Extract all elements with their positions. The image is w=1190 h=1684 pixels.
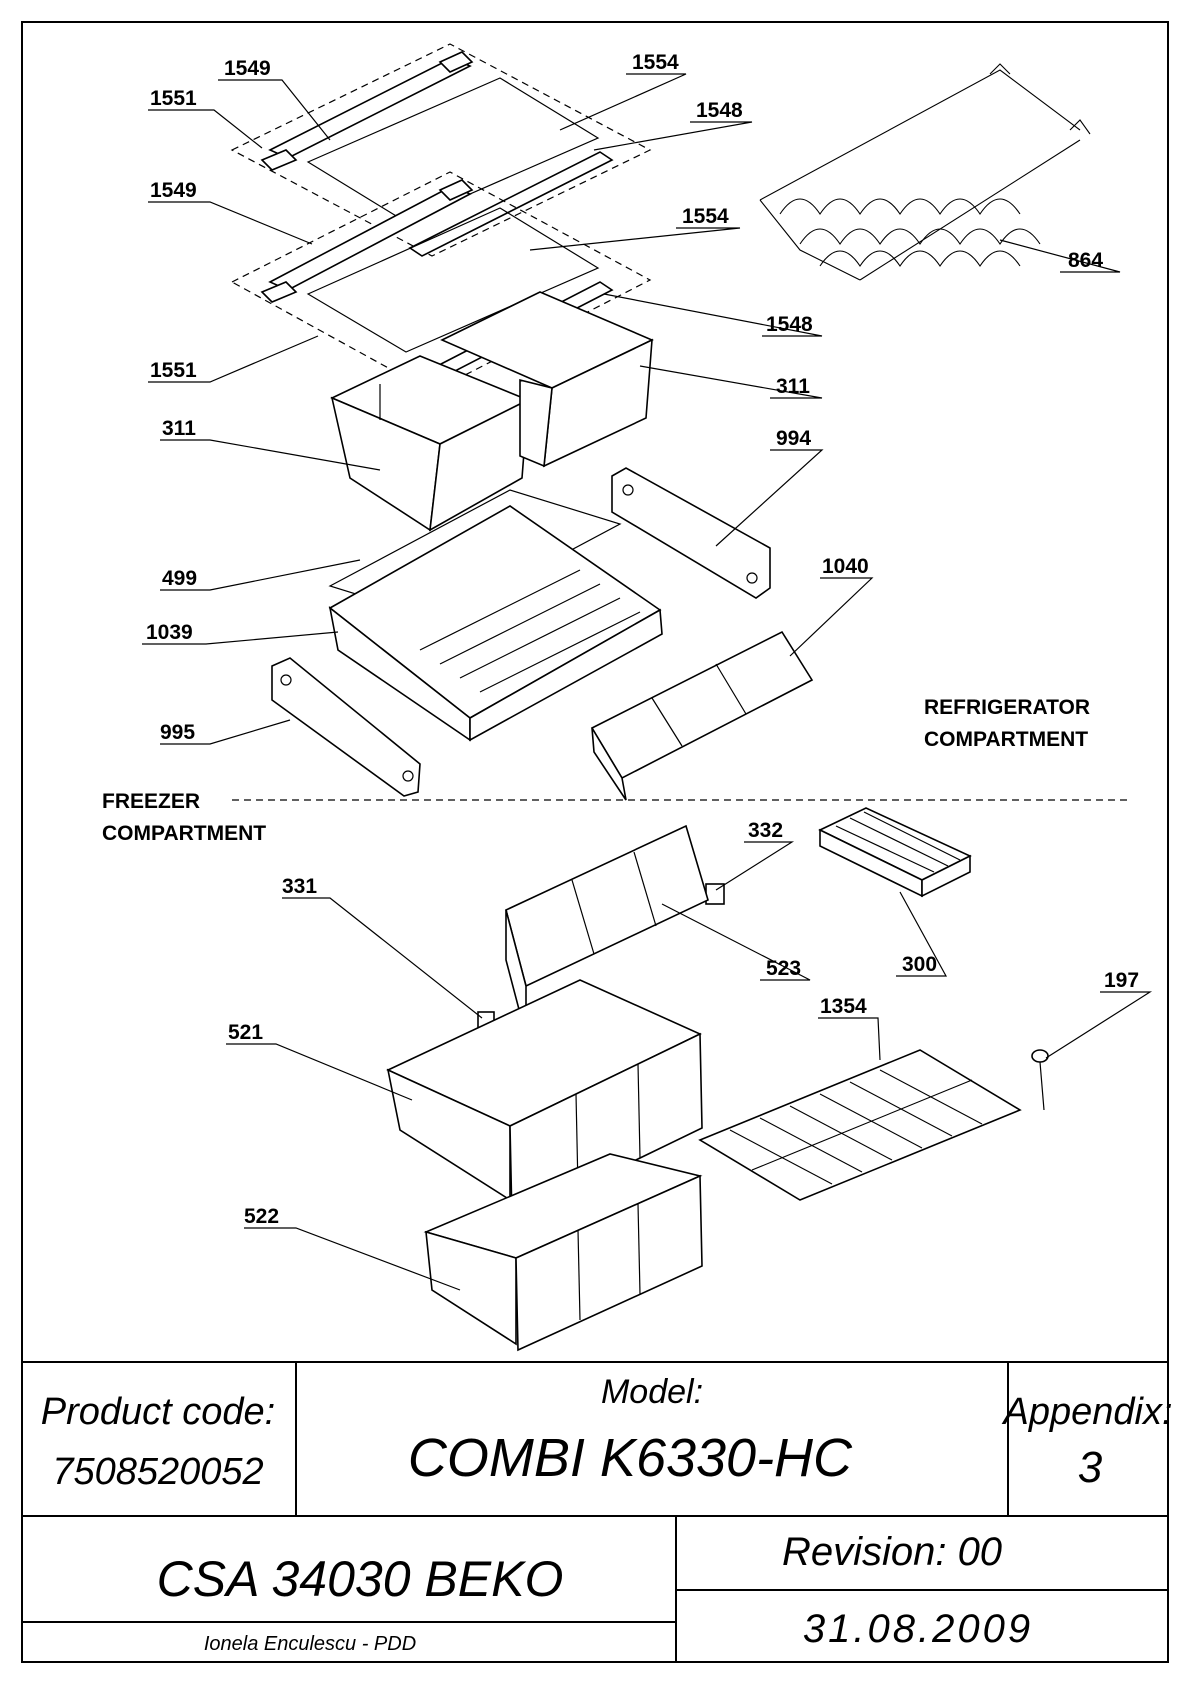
label-1549-upper: 1549 xyxy=(224,57,271,80)
slide-rail-right xyxy=(611,467,771,599)
crisper-drawer-right xyxy=(440,291,654,468)
model-value: COMBI K6330-HC xyxy=(408,1428,853,1488)
title-block: Product code: 7508520052 Model: COMBI K6… xyxy=(22,1361,1173,1662)
label-1554-lower: 1554 xyxy=(682,205,729,228)
part-number-labels: 1549 1551 1554 1548 1549 1554 864 1548 1… xyxy=(146,51,1139,1228)
label-1551-lower: 1551 xyxy=(150,359,197,382)
label-300: 300 xyxy=(902,953,937,976)
author: Ionela Enculescu - PDD xyxy=(204,1633,416,1655)
appendix-label: Appendix: xyxy=(1001,1391,1172,1433)
fixing-pin xyxy=(1031,1049,1049,1111)
label-1554-upper: 1554 xyxy=(632,51,679,74)
drawer-frame-tray xyxy=(328,505,663,742)
refrigerator-caption-line1: REFRIGERATOR xyxy=(924,696,1090,719)
label-1551-upper: 1551 xyxy=(150,87,197,110)
label-1548-upper: 1548 xyxy=(696,99,743,122)
crisper-drawer-left xyxy=(330,355,530,532)
date: 31.08.2009 xyxy=(803,1607,1033,1651)
product-code-value: 7508520052 xyxy=(52,1451,263,1493)
revision: Revision: 00 xyxy=(782,1530,1002,1574)
label-522: 522 xyxy=(244,1205,279,1228)
label-1549-lower: 1549 xyxy=(150,179,197,202)
label-311-left: 311 xyxy=(162,417,196,440)
freezer-drawer-lower xyxy=(423,1153,703,1352)
label-331: 331 xyxy=(282,875,317,898)
label-994: 994 xyxy=(776,427,811,450)
freezer-caption-line2: COMPARTMENT xyxy=(102,822,266,845)
label-1040: 1040 xyxy=(822,555,869,578)
leader-lines xyxy=(142,73,1153,1291)
model-label: Model: xyxy=(601,1373,703,1411)
product-code-label: Product code: xyxy=(41,1391,275,1433)
label-995: 995 xyxy=(160,721,195,744)
drawing-frame xyxy=(21,21,1169,1663)
slide-rail-left xyxy=(271,657,421,797)
freezer-caption-line1: FREEZER xyxy=(102,790,200,813)
freezer-drawer-upper xyxy=(386,979,703,1222)
label-1548-lower: 1548 xyxy=(766,313,813,336)
label-521: 521 xyxy=(228,1021,263,1044)
label-523: 523 xyxy=(766,957,801,980)
wire-shelf xyxy=(698,1049,1022,1201)
csa-code: CSA 34030 BEKO xyxy=(157,1551,564,1607)
drawer-front-flap xyxy=(590,630,814,801)
label-197: 197 xyxy=(1104,969,1139,992)
label-499: 499 xyxy=(162,567,197,590)
upper-shelf-assembly xyxy=(230,43,652,257)
appendix-value: 3 xyxy=(1078,1443,1103,1492)
label-864: 864 xyxy=(1068,249,1103,272)
label-332: 332 xyxy=(748,819,783,842)
label-311-right: 311 xyxy=(776,375,810,398)
refrigerator-caption-line2: COMPARTMENT xyxy=(924,728,1088,751)
label-1039: 1039 xyxy=(146,621,193,644)
freezer-flap xyxy=(505,824,709,1037)
ice-tray xyxy=(818,807,972,898)
label-1354: 1354 xyxy=(820,995,867,1018)
wine-rack xyxy=(759,63,1091,281)
